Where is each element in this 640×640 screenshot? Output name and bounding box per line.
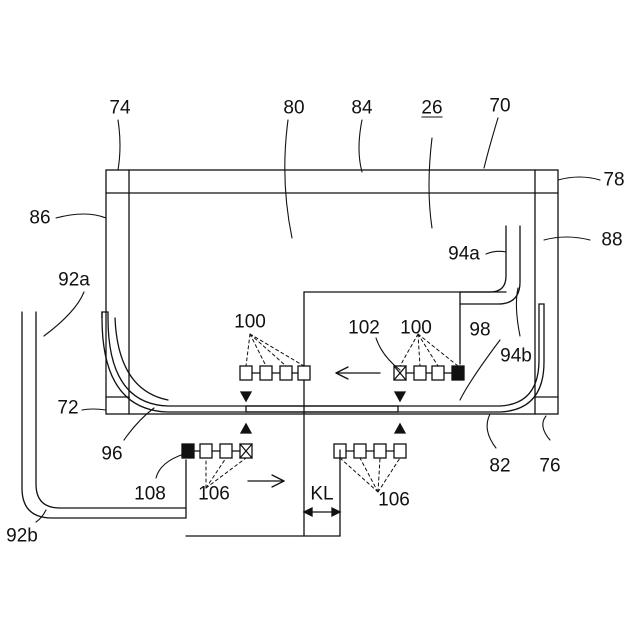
leader-84 — [359, 120, 362, 172]
label-98: 98 — [469, 321, 490, 340]
label-76: 76 — [539, 457, 560, 476]
bottom-plate-82 — [246, 406, 398, 412]
label-26: 26 — [421, 99, 442, 118]
corner-block-76 — [535, 397, 558, 414]
label-94a: 94a — [448, 245, 480, 264]
label-106-right: 106 — [378, 491, 410, 510]
label-kl: KL — [310, 485, 333, 504]
label-96: 96 — [101, 445, 122, 464]
leader-76 — [543, 416, 550, 440]
label-92a: 92a — [58, 271, 90, 290]
corner-block-72 — [106, 397, 129, 414]
label-86: 86 — [29, 209, 50, 228]
marker-down-left — [241, 392, 251, 401]
leader-74 — [118, 120, 120, 170]
chain-100-left — [240, 366, 310, 380]
marker-up-left — [241, 424, 251, 433]
leader-72 — [82, 409, 106, 410]
label-88: 88 — [601, 231, 622, 250]
label-94b: 94b — [500, 347, 532, 366]
label-74: 74 — [109, 99, 130, 118]
label-108: 108 — [134, 485, 166, 504]
label-106-left: 106 — [198, 485, 230, 504]
leader-108 — [156, 454, 184, 478]
leader-94b — [516, 288, 520, 336]
leader-82 — [487, 414, 496, 448]
chain-106-left — [182, 444, 252, 458]
leader-98 — [460, 340, 500, 400]
leader-26 — [429, 138, 432, 228]
label-100-left: 100 — [234, 313, 266, 332]
leader-70 — [484, 118, 498, 168]
leader-80 — [285, 120, 292, 238]
label-84: 84 — [351, 99, 372, 118]
chain-100-right — [394, 366, 464, 380]
marker-up-right — [395, 424, 405, 433]
leader-86 — [56, 214, 106, 218]
label-102: 102 — [348, 319, 380, 338]
label-80: 80 — [283, 99, 304, 118]
leader-94a — [486, 251, 506, 254]
dashed-leaders — [206, 334, 458, 492]
kl-arrow-left — [304, 508, 312, 516]
label-72: 72 — [57, 399, 78, 418]
leader-88 — [544, 237, 590, 240]
label-82: 82 — [489, 457, 510, 476]
marker-down-right — [395, 392, 405, 401]
label-70: 70 — [489, 97, 510, 116]
leader-102 — [376, 338, 400, 370]
kl-arrow-right — [332, 508, 340, 516]
label-78: 78 — [603, 171, 624, 190]
label-92b: 92b — [6, 527, 38, 546]
label-100-right: 100 — [400, 319, 432, 338]
leader-92a — [44, 292, 84, 336]
leader-78 — [558, 177, 600, 180]
chain-106-right — [334, 444, 406, 458]
